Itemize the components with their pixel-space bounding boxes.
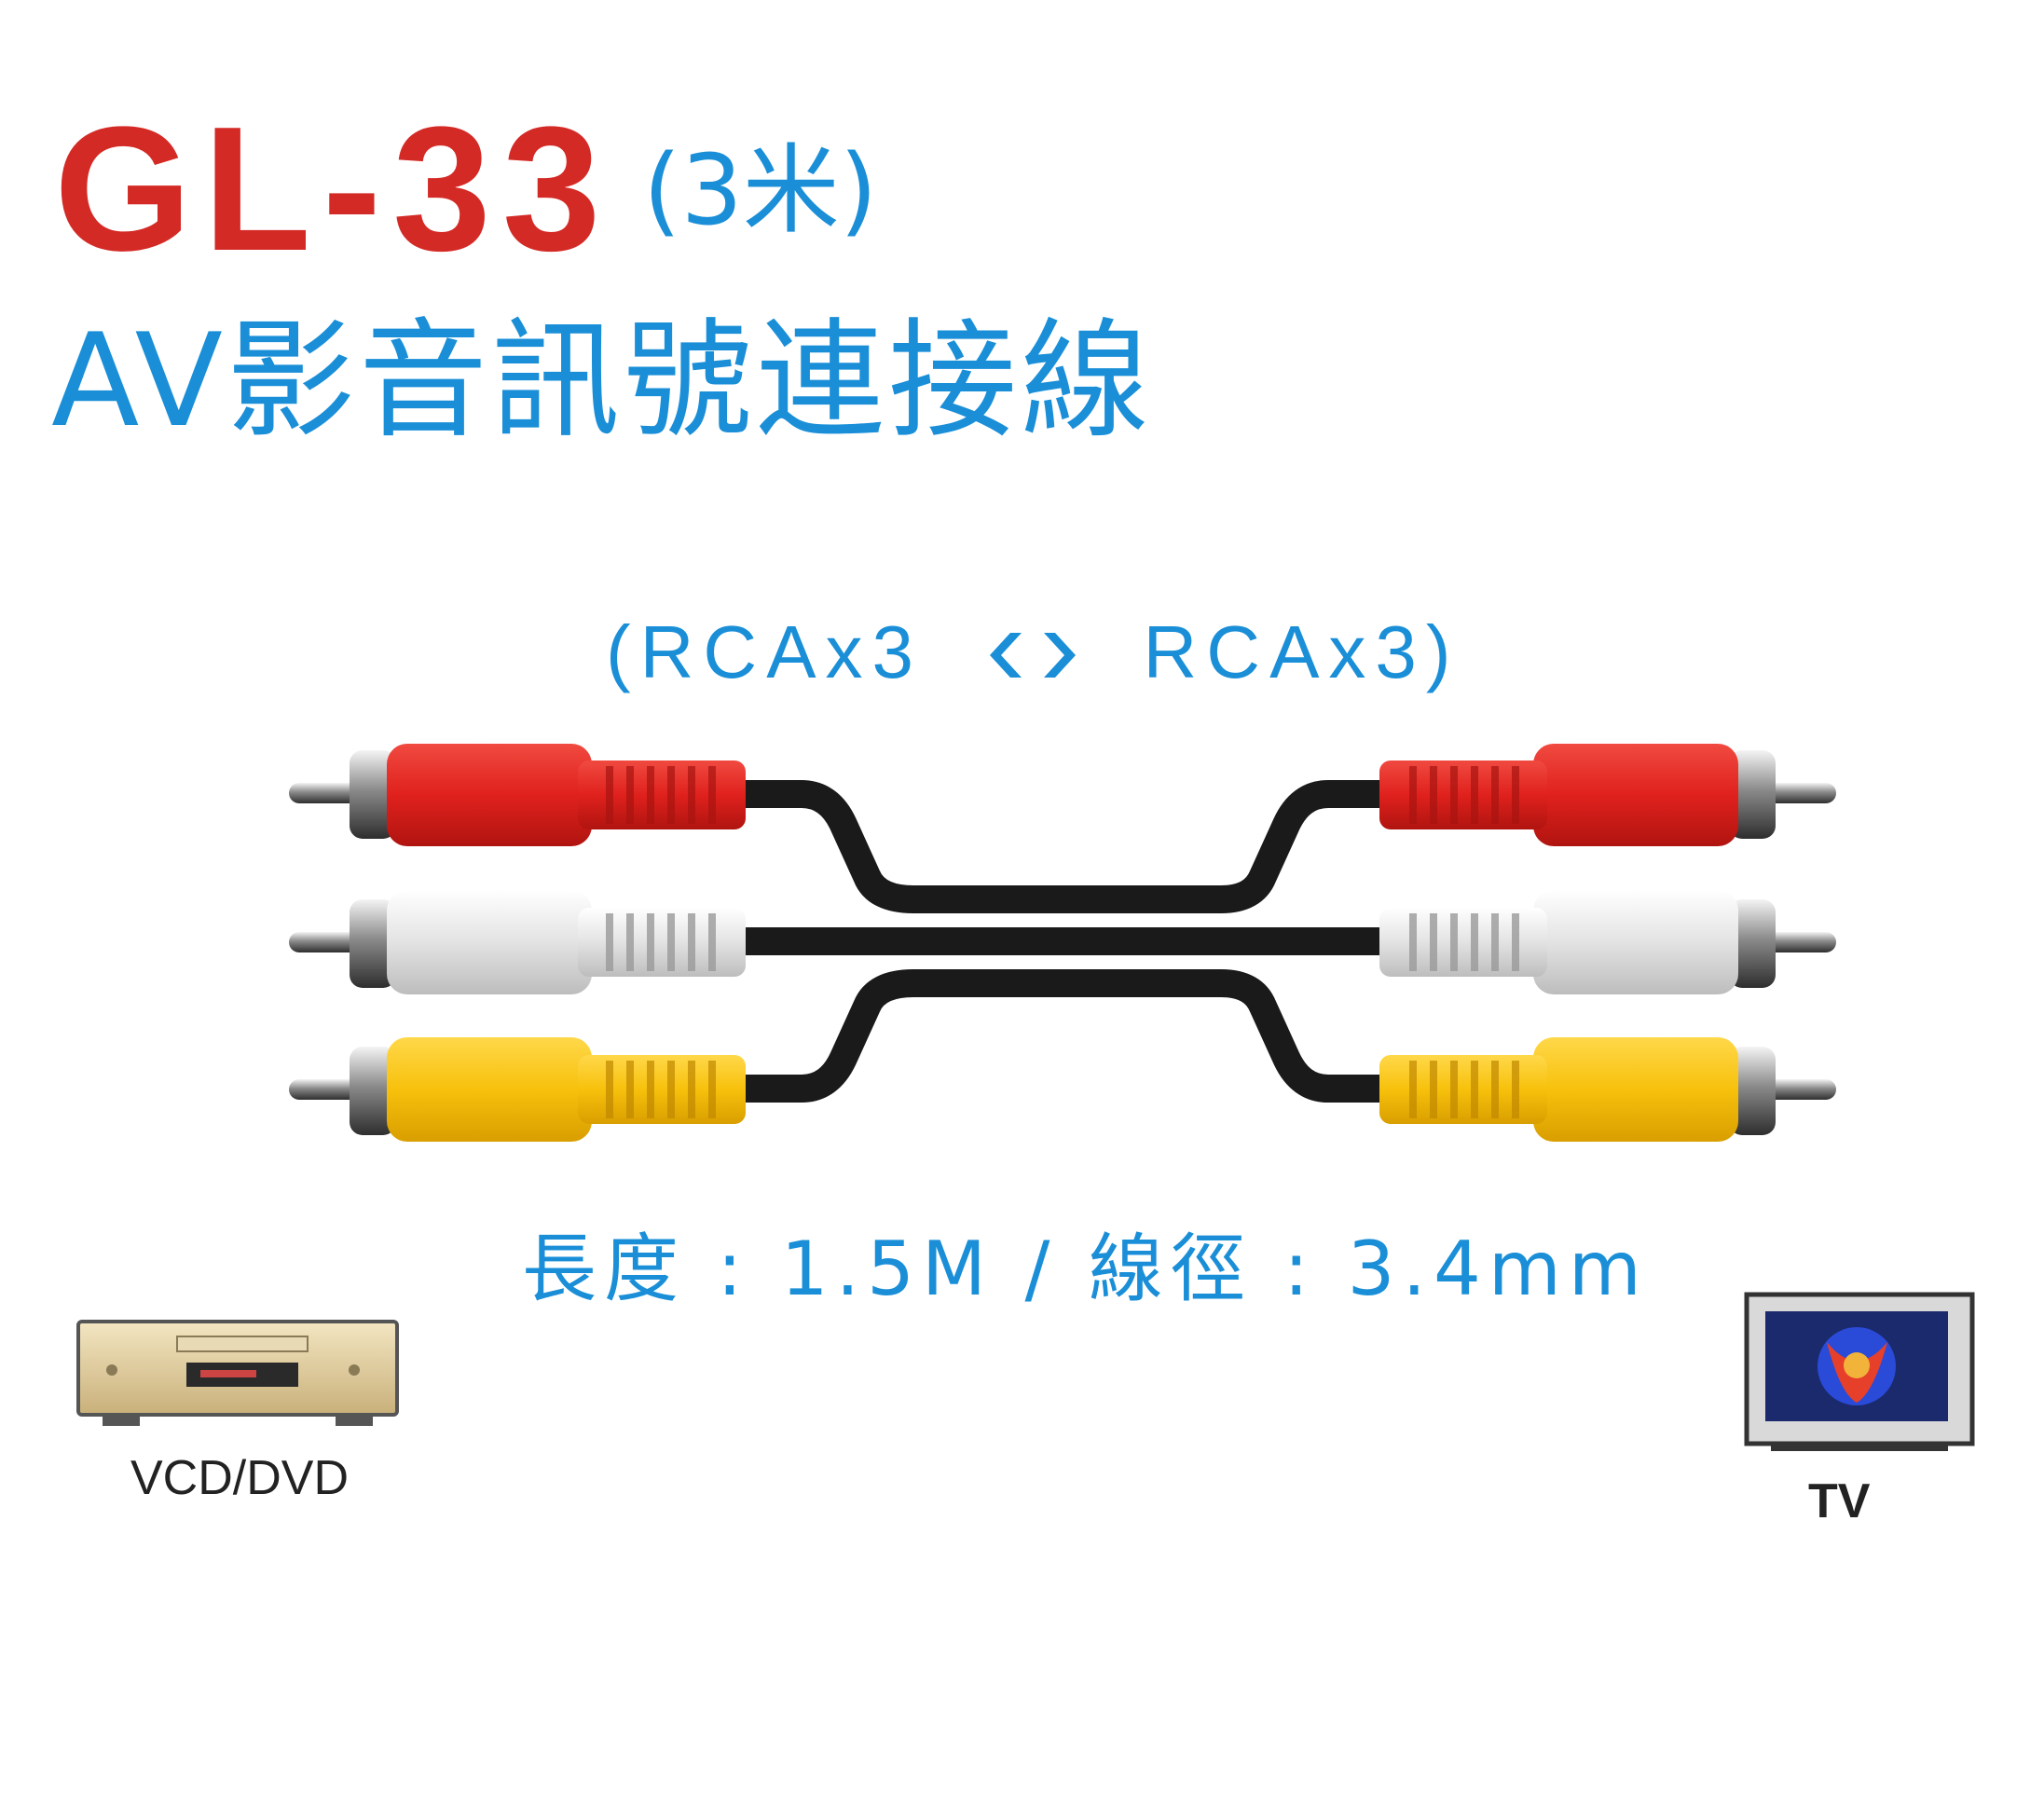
tv-icon [1744,1292,1975,1451]
plug-right-red [1379,744,1836,846]
plug-right-yellow [1379,1037,1836,1142]
plug-left-yellow [289,1037,746,1142]
cable-red [736,780,1389,913]
target-device-label: TV [1808,1474,1871,1528]
cable-yellow [736,969,1389,1103]
plug-right-white [1379,890,1836,994]
rca-cable-illustration [289,744,1836,1142]
dvd-player-icon [76,1320,399,1426]
product-subtitle: AV影音訊號連接線 [51,306,1153,456]
plug-left-white [289,890,746,994]
connector-spec: (RCAx3 RCAx3) [606,615,1461,695]
connector-right: RCAx3) [1143,610,1461,693]
length-tag: (3米) [643,133,878,247]
source-device-label: VCD/DVD [130,1451,350,1505]
double-chevron-icon [977,621,1089,695]
spec-text: 長度 : 1.5M / 線徑 : 3.4mm [522,1226,1649,1312]
connector-left: (RCAx3 [606,610,924,693]
model-title: GL-33 [54,90,612,288]
plug-left-red [289,744,746,846]
